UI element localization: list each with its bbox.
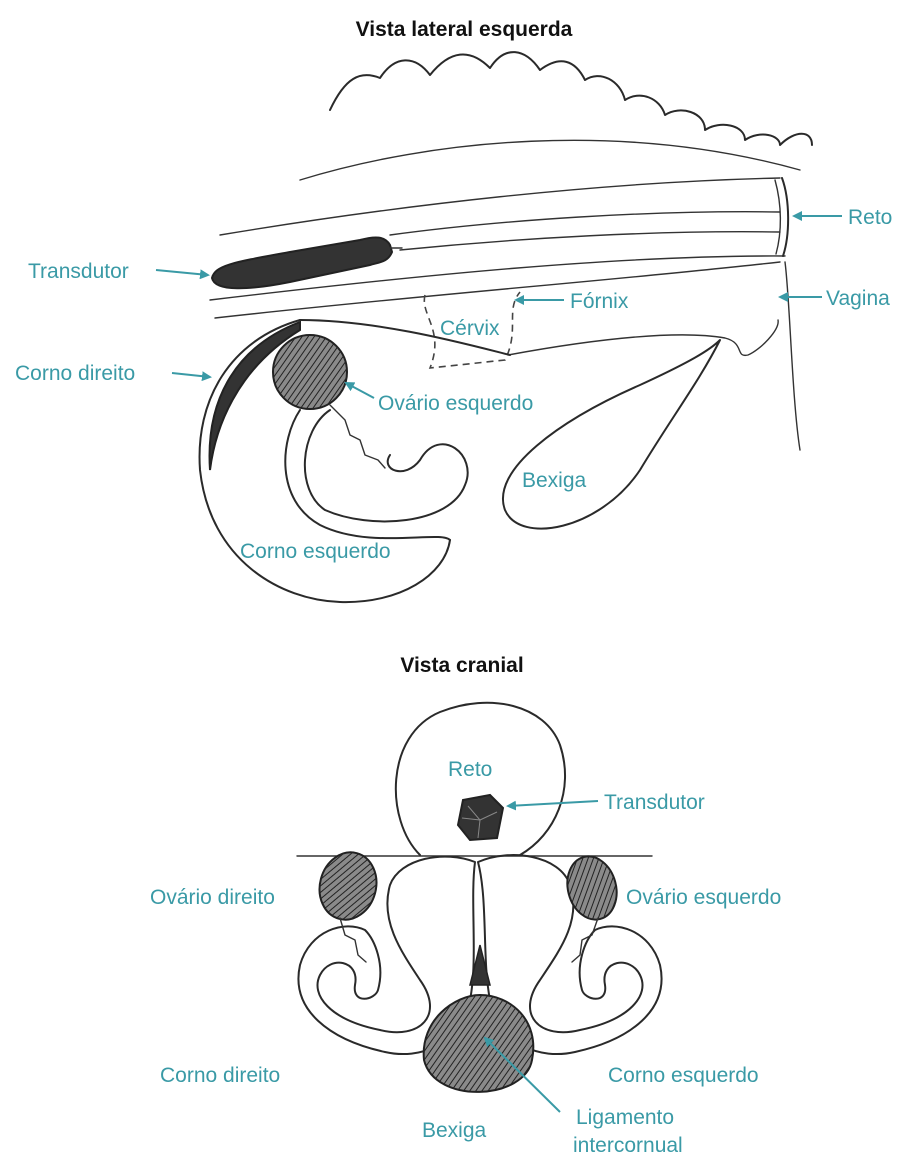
- vagina-wall: [785, 262, 800, 450]
- dorsal-layer-line: [300, 140, 800, 180]
- transdutor-arrow: [156, 270, 208, 275]
- cranial-transducer-shape: [458, 795, 503, 840]
- cranial-left-ovary: [561, 851, 624, 925]
- rectum-end-inner: [775, 180, 780, 254]
- corno-direito-arrow: [172, 373, 210, 377]
- cranial-label-corno-esquerdo: Corno esquerdo: [608, 1064, 759, 1087]
- cranial-label-corno-direito: Corno direito: [160, 1064, 280, 1087]
- lateral-label-ovario-esquerdo: Ovário esquerdo: [378, 392, 533, 415]
- lateral-label-corno-esquerdo: Corno esquerdo: [240, 540, 391, 563]
- cranial-transdutor-arrow: [508, 801, 598, 806]
- cranial-bladder-shape: [424, 995, 534, 1092]
- lateral-label-vagina: Vagina: [826, 287, 890, 310]
- lateral-left-ovary: [273, 335, 347, 409]
- lateral-view-title: Vista lateral esquerda: [356, 18, 573, 41]
- cranial-label-ovario-esquerdo: Ovário esquerdo: [626, 886, 781, 909]
- cranial-right-ovary: [312, 846, 384, 926]
- lateral-label-bexiga: Bexiga: [522, 469, 587, 492]
- lateral-label-reto: Reto: [848, 206, 892, 229]
- lateral-label-cervix: Cérvix: [440, 317, 500, 340]
- ovario-esquerdo-arrow: [346, 383, 374, 398]
- cranial-label-ovario-direito: Ovário direito: [150, 886, 275, 909]
- left-ovary-ligament: [572, 918, 598, 962]
- rectum-upper-wall: [220, 178, 780, 235]
- rectum-inner-line-2: [400, 232, 780, 250]
- ovary-ligament-wiggle: [330, 405, 385, 468]
- cranial-label-bexiga: Bexiga: [422, 1119, 487, 1142]
- cranial-label-reto: Reto: [448, 758, 492, 781]
- lateral-label-corno-direito: Corno direito: [15, 362, 135, 385]
- cranial-view-title: Vista cranial: [400, 654, 523, 677]
- lateral-label-fornix: Fórnix: [570, 290, 629, 313]
- spine-contour: [330, 52, 812, 145]
- cranial-label-ligamento-line1: Ligamento: [576, 1106, 674, 1129]
- rectum-end: [782, 178, 788, 256]
- lateral-label-transdutor: Transdutor: [28, 260, 129, 283]
- lateral-bladder-outline: [503, 340, 720, 529]
- lateral-transducer-shape: [212, 237, 392, 288]
- vagina-lower-wall: [508, 320, 778, 355]
- cranial-label-transdutor: Transdutor: [604, 791, 705, 814]
- cranial-label-ligamento-line2: intercornual: [573, 1134, 683, 1157]
- right-ovary-ligament: [340, 918, 366, 962]
